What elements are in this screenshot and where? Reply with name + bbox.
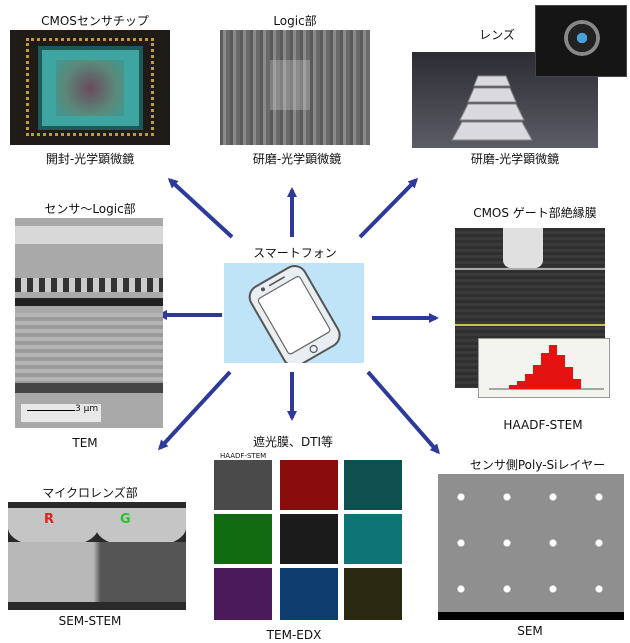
microlens-title: マイクロレンズ部 [42, 486, 138, 500]
center-label: スマートフォン [253, 246, 337, 260]
gate-title: CMOS ゲート部絶縁膜 [473, 206, 597, 220]
cmos-chip-title: CMOSセンサチップ [41, 14, 149, 28]
edx-grid-image: HAADF-STEM [214, 452, 404, 624]
edx-caption: TEM-EDX [266, 628, 322, 642]
logic-image [220, 30, 370, 145]
poly-image [438, 474, 624, 620]
edx-title: 遮光膜、DTI等 [252, 435, 334, 449]
poly-title: センサ側Poly-Siレイヤー [469, 458, 606, 472]
edx-panel-label: HAADF-STEM [220, 452, 267, 460]
poly-caption: SEM [517, 624, 543, 638]
smartphone-image [224, 263, 364, 363]
gate-caption: HAADF-STEM [503, 418, 583, 432]
sensor-logic-caption: TEM [72, 436, 98, 450]
lens-caption: 研磨-光学顕微鏡 [470, 152, 560, 166]
gate-histogram [478, 338, 610, 398]
cmos-chip-image [10, 30, 170, 145]
logic-caption: 研磨-光学顕微鏡 [252, 152, 342, 166]
sensor-logic-title: センサ～Logic部 [44, 202, 136, 216]
arrow-to-microlens [157, 370, 232, 451]
arrow-to-cmos-chip [167, 177, 234, 239]
microlens-image: R G [8, 502, 186, 610]
sensor-logic-image: 3 μm [15, 218, 163, 428]
arrow-to-lens [358, 177, 419, 239]
microlens-g-label: G [120, 512, 131, 527]
lens-title: レンズ [479, 28, 515, 42]
camera-module-image [535, 5, 627, 77]
microlens-r-label: R [44, 512, 55, 527]
arrow-to-poly [366, 370, 440, 455]
logic-title: Logic部 [273, 14, 317, 28]
microlens-caption: SEM-STEM [58, 614, 122, 628]
cmos-chip-caption: 開封-光学顕微鏡 [45, 152, 135, 166]
tem-scale-label: 3 μm [75, 404, 99, 414]
smartphone-icon [248, 265, 341, 363]
